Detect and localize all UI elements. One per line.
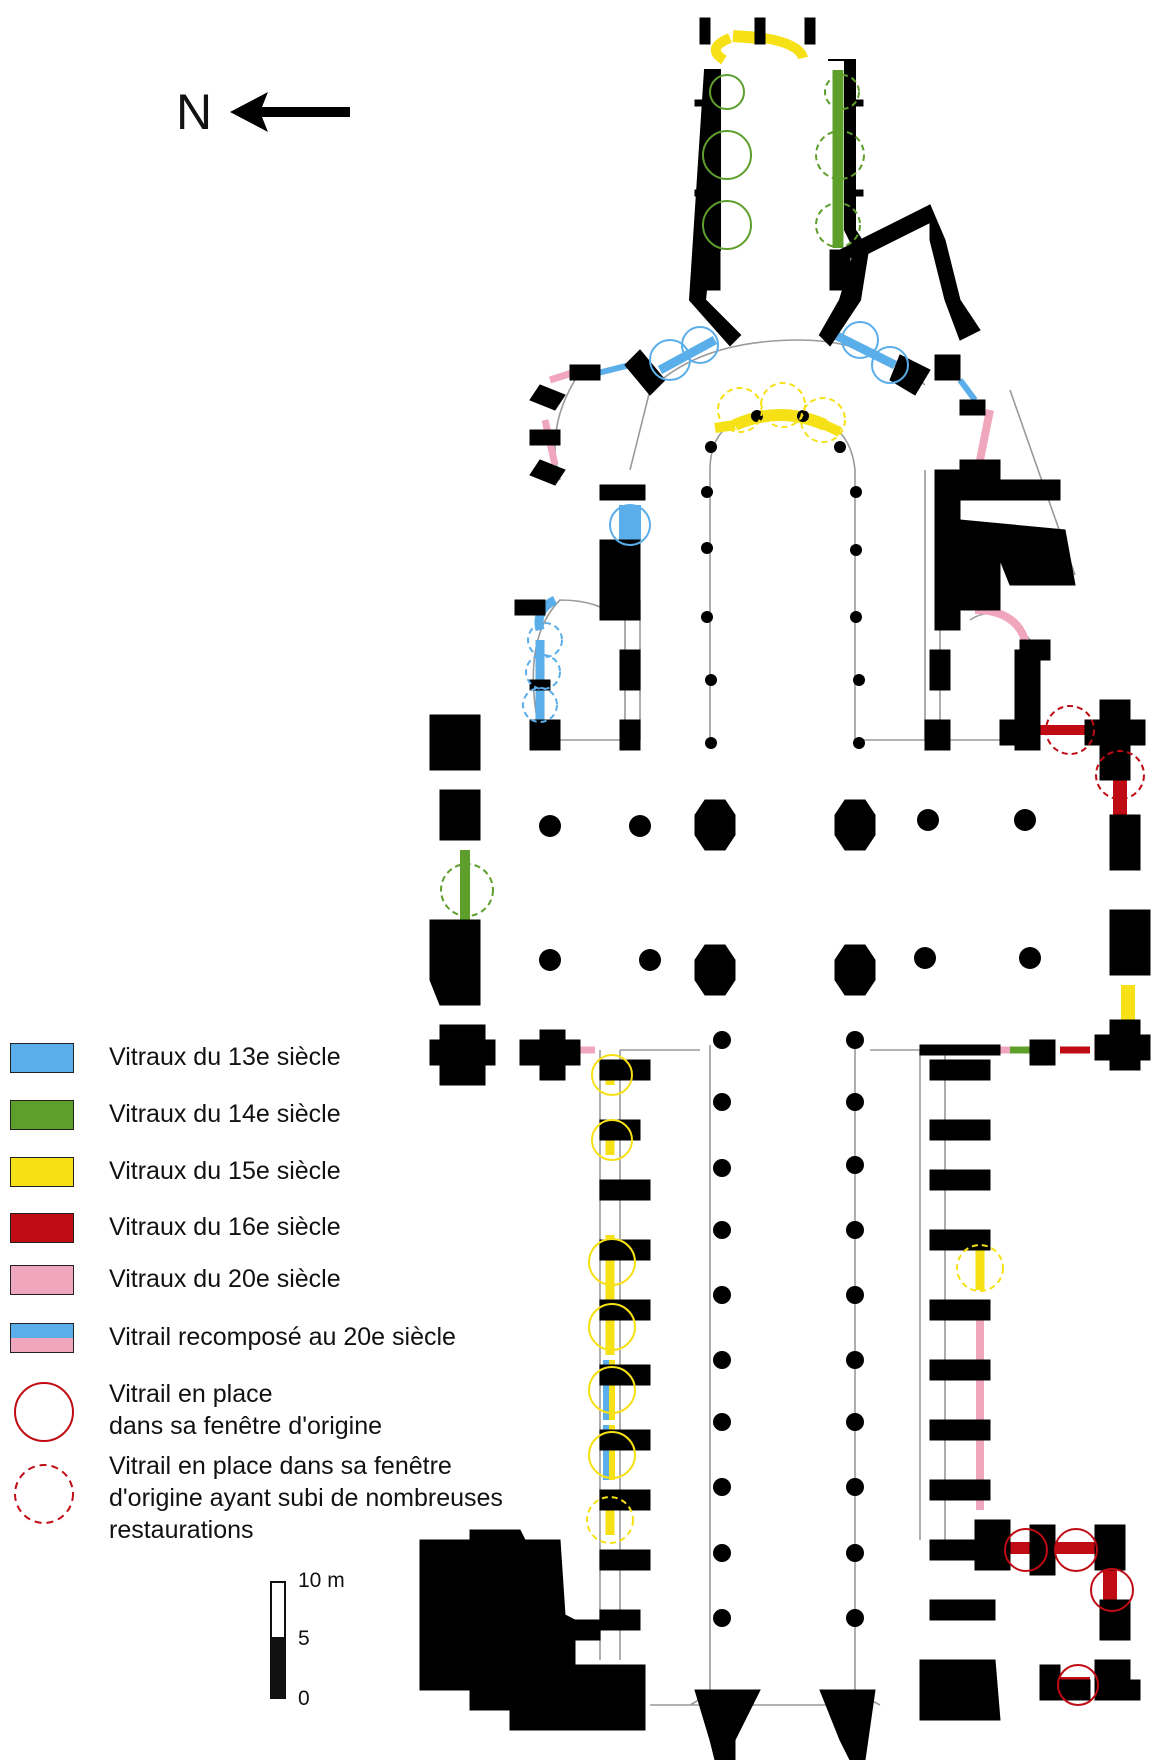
arrow-left-icon bbox=[230, 92, 350, 132]
scale-label-5: 5 bbox=[298, 1627, 310, 1650]
legend-swatch-recompose bbox=[10, 1323, 74, 1353]
north-label: N bbox=[176, 84, 213, 140]
legend-swatch-20e bbox=[10, 1265, 74, 1295]
legend-label-restored-1: Vitrail en place dans sa fenêtre bbox=[109, 1452, 452, 1480]
walls bbox=[419, 17, 1151, 1760]
scale-bar-upper bbox=[270, 1581, 286, 1639]
legend-label-20e: Vitraux du 20e siècle bbox=[109, 1265, 341, 1293]
legend-label-recompose: Vitrail recomposé au 20e siècle bbox=[109, 1323, 456, 1351]
legend-label-14e: Vitraux du 14e siècle bbox=[109, 1100, 341, 1128]
scale-label-0: 0 bbox=[298, 1687, 310, 1710]
legend-swatch-13e bbox=[10, 1043, 74, 1073]
solid-circle-icon bbox=[14, 1382, 74, 1442]
legend-label-in-place-1: Vitrail en place bbox=[109, 1380, 273, 1408]
legend-label-13e: Vitraux du 13e siècle bbox=[109, 1043, 341, 1071]
legend-label-restored-3: restaurations bbox=[109, 1516, 254, 1544]
legend-label-restored-2: d'origine ayant subi de nombreuses bbox=[109, 1484, 503, 1512]
scale-bar-lower bbox=[270, 1639, 286, 1699]
legend-label-in-place-2: dans sa fenêtre d'origine bbox=[109, 1412, 383, 1440]
legend-swatch-16e bbox=[10, 1213, 74, 1243]
window-markers bbox=[440, 74, 1145, 1706]
window-segments bbox=[460, 30, 1135, 1687]
columns bbox=[539, 410, 1041, 1627]
legend-swatch-14e bbox=[10, 1100, 74, 1130]
dashed-circle-icon bbox=[14, 1464, 74, 1524]
scale-bar: 10 m 5 0 bbox=[270, 1569, 390, 1725]
scale-label-10m: 10 m bbox=[298, 1569, 345, 1592]
legend-swatch-15e bbox=[10, 1157, 74, 1187]
legend-label-16e: Vitraux du 16e siècle bbox=[109, 1213, 341, 1241]
legend-label-15e: Vitraux du 15e siècle bbox=[109, 1157, 341, 1185]
north-arrow-indicator: N bbox=[176, 82, 376, 152]
